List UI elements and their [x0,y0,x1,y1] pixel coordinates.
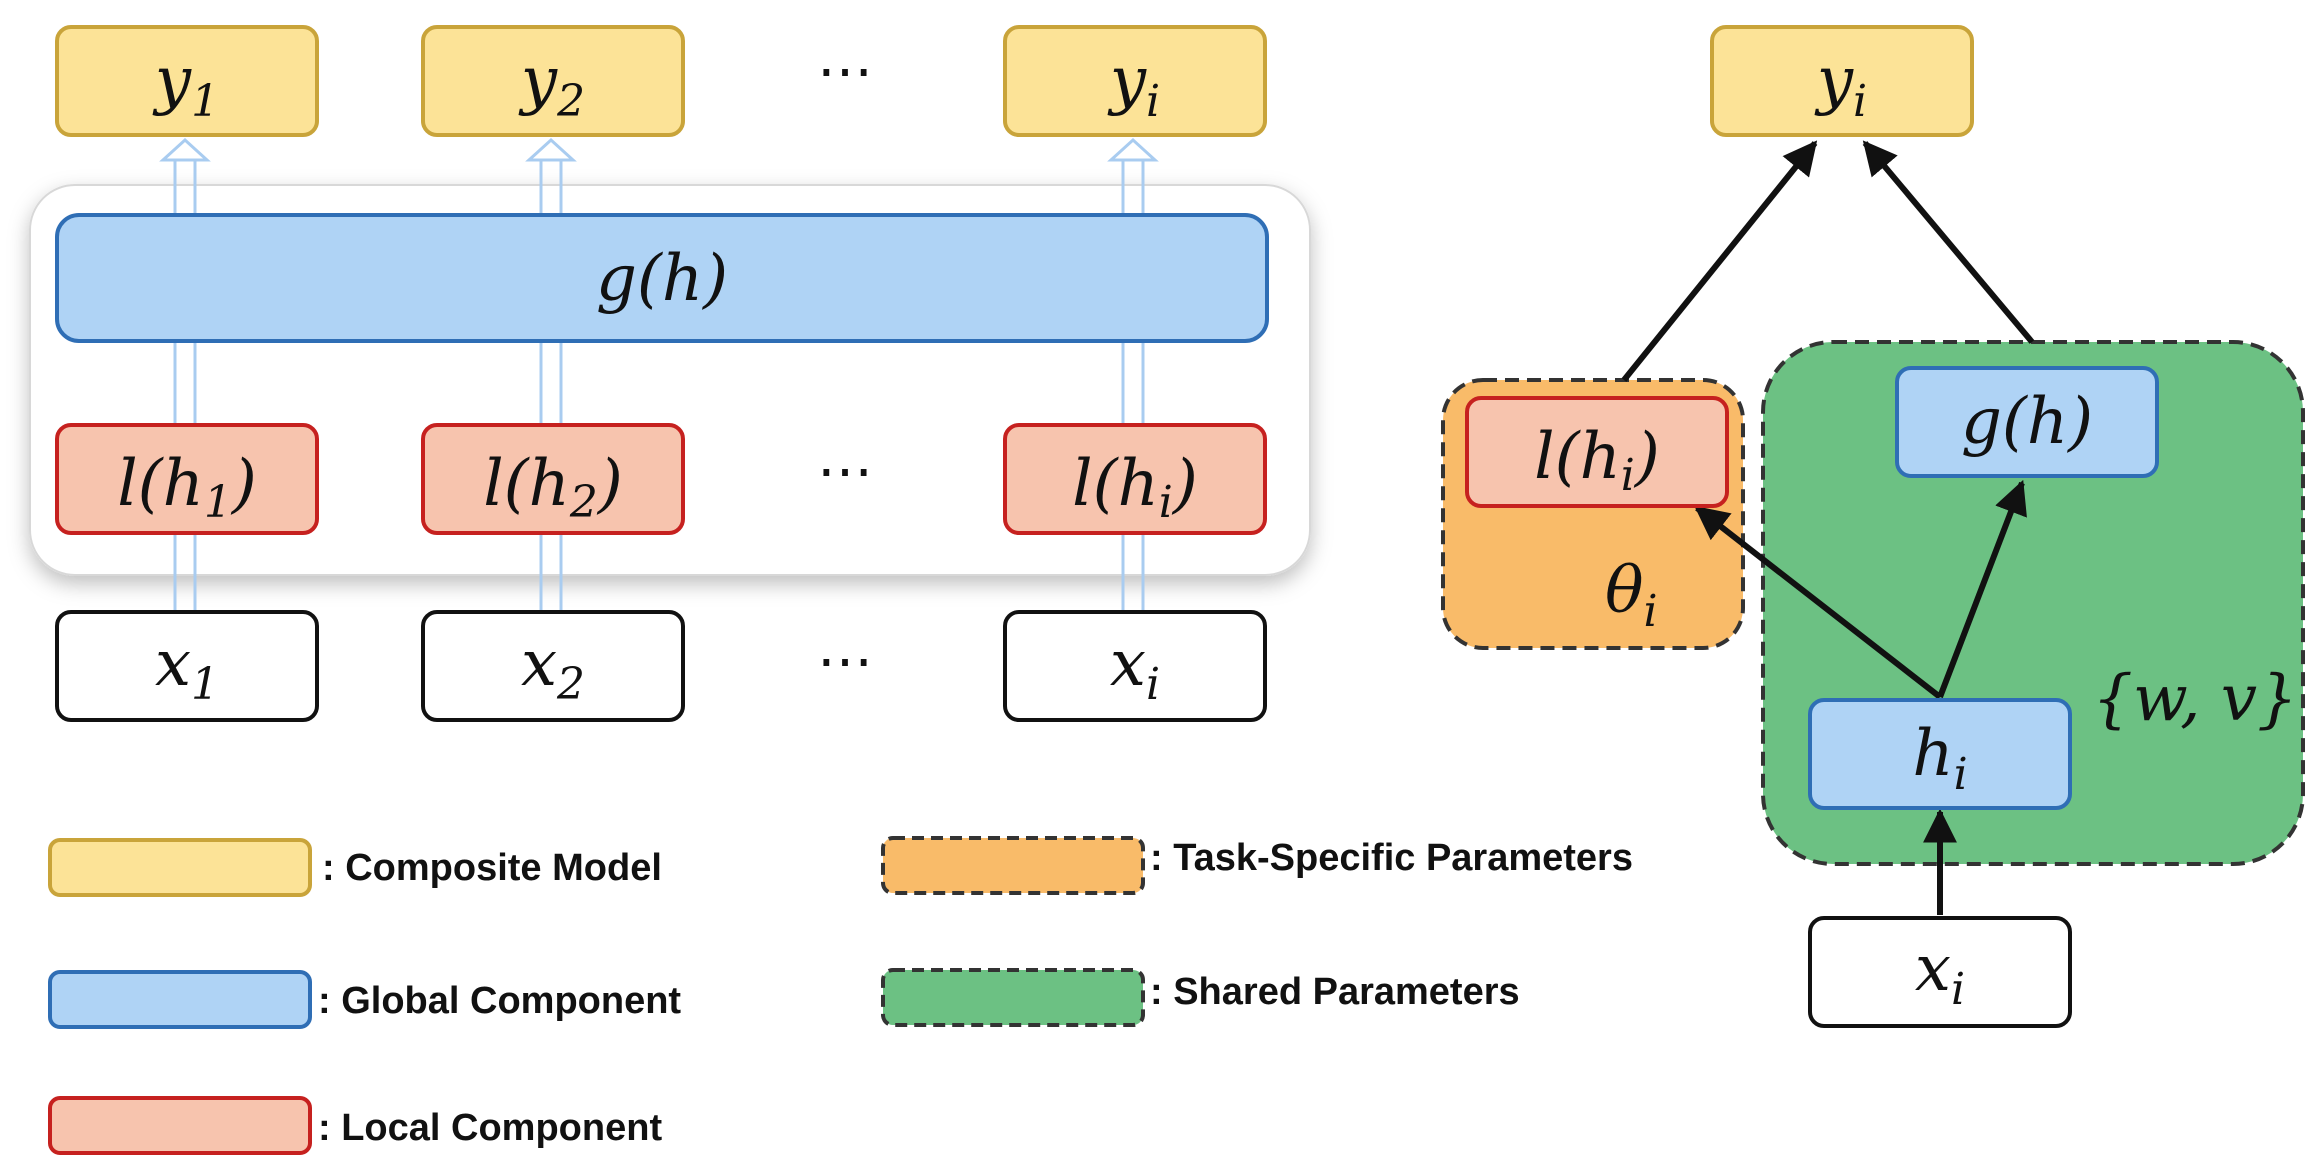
svg-text:g(h): g(h) [1961,385,2093,459]
legend-label-composite: : Composite Model [322,847,662,889]
svg-text:xi: xi [1915,932,1965,1015]
right-local-box: l(hi) [1465,396,1729,508]
legend-label-shared: : Shared Parameters [1150,971,1520,1013]
svg-text:y2: y2 [518,44,585,127]
legend-swatch-local [48,1096,312,1155]
legend: : Composite Model : Global Component : L… [48,836,1633,1155]
global-component-bar [55,213,1269,343]
svg-text:y1: y1 [152,44,219,127]
svg-text:hi: hi [1912,717,1967,800]
legend-swatch-shared [881,968,1145,1027]
flow-arrows-right [1621,140,2035,915]
right-global-box: g(h) [1895,366,2159,478]
svg-text:yi: yi [1814,44,1867,127]
input-box-1: x1 [55,610,319,722]
svg-text:l(hi): l(hi) [1534,420,1660,501]
legend-label-global: : Global Component [318,980,681,1022]
legend-swatch-composite [48,838,312,897]
theta-label: θi [1605,554,1658,637]
svg-text:l(hi): l(hi) [1072,447,1198,528]
svg-text:l(h2): l(h2) [483,447,623,528]
legend-label-task-specific: : Task-Specific Parameters [1150,837,1633,879]
input-box-i: xi [1003,610,1267,722]
svg-text:l(h1): l(h1) [117,447,257,528]
shared-params-label: {w, v} [2092,662,2297,736]
output-box-2: y2 [421,25,685,137]
right-input-box: xi [1808,916,2072,1028]
local-box-2: l(h2) [421,423,685,535]
input-box-2: x2 [421,610,685,722]
output-ellipsis: ⋯ [817,39,873,104]
local-ellipsis: ⋯ [817,439,873,504]
legend-swatch-global [48,970,312,1029]
output-box-i: yi [1003,25,1267,137]
svg-text:yi: yi [1107,44,1160,127]
svg-text:xi: xi [1110,627,1160,710]
global-label: g(h) [596,242,728,316]
legend-label-local: : Local Component [318,1107,662,1149]
output-box-1: y1 [55,25,319,137]
legend-swatch-task-specific [881,836,1145,895]
svg-text:x2: x2 [521,627,585,710]
right-output-box: yi [1710,25,1974,137]
input-ellipsis: ⋯ [817,629,873,694]
svg-text:x1: x1 [155,627,219,710]
local-box-1: l(h1) [55,423,319,535]
right-hidden-box: hi [1808,698,2072,810]
local-box-i: l(hi) [1003,423,1267,535]
